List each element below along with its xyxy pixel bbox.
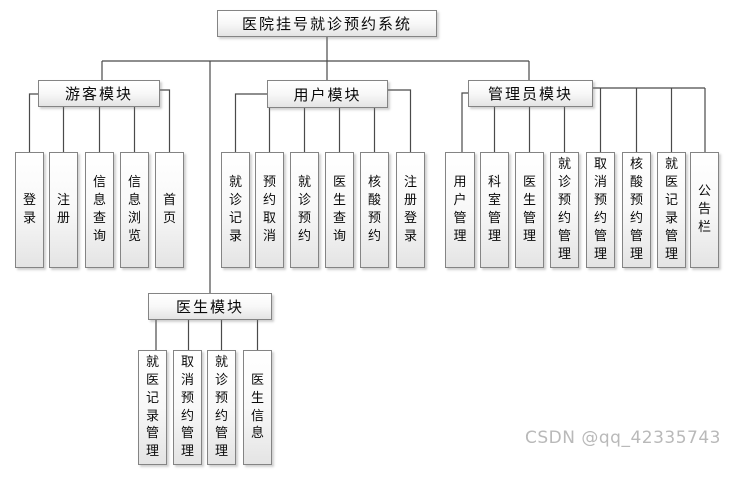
node-visit-appt-mgmt-label: 就诊预约管理: [557, 157, 571, 262]
node-visit-appointment: 就诊预约: [290, 152, 319, 268]
module-doctor-label: 医生模块: [175, 298, 244, 316]
node-register-label: 注册: [56, 193, 70, 226]
node-register-login-label: 注册登录: [403, 175, 417, 244]
root-node-label: 医院挂号就诊预约系统: [241, 15, 412, 33]
node-visit-record: 就诊记录: [221, 152, 250, 268]
csdn-watermark: CSDN @qq_42335743: [525, 428, 721, 448]
node-medical-record-mgmt-label: 就医记录管理: [664, 157, 678, 262]
module-admin-label: 管理员模块: [487, 85, 573, 103]
node-info-browse-label: 信息浏览: [127, 175, 141, 244]
root-node-system-title: 医院挂号就诊预约系统: [217, 10, 437, 37]
node-nucleic-appointment-label: 核酸预约: [367, 175, 381, 244]
module-visitor-label: 游客模块: [64, 85, 133, 103]
node-bulletin-board: 公告栏: [690, 152, 719, 268]
node-dept-mgmt-label: 科室管理: [487, 175, 501, 244]
module-doctor: 医生模块: [148, 293, 272, 320]
node-doc-visit-appt-mgmt: 就诊预约管理: [207, 350, 236, 465]
node-doc-medical-record-mgmt-label: 就医记录管理: [145, 354, 159, 460]
node-cancel-appt-mgmt-label: 取消预约管理: [593, 157, 607, 262]
node-doctor-info-label: 医生信息: [250, 372, 264, 442]
node-doc-visit-appt-mgmt-label: 就诊预约管理: [214, 354, 228, 460]
node-login: 登录: [15, 152, 44, 268]
node-medical-record-mgmt: 就医记录管理: [657, 152, 686, 268]
node-nucleic-appt-mgmt: 核酸预约管理: [622, 152, 651, 268]
node-doctor-mgmt: 医生管理: [515, 152, 544, 268]
node-info-query: 信息查询: [85, 152, 114, 268]
module-admin: 管理员模块: [468, 80, 593, 107]
node-nucleic-appt-mgmt-label: 核酸预约管理: [629, 157, 643, 262]
node-doctor-info: 医生信息: [243, 350, 272, 465]
node-doc-cancel-appt-mgmt-label: 取消预约管理: [180, 354, 194, 460]
node-register: 注册: [49, 152, 78, 268]
node-info-browse: 信息浏览: [120, 152, 149, 268]
node-user-mgmt: 用户管理: [445, 152, 475, 268]
node-appointment-cancel-label: 预约取消: [262, 175, 276, 244]
node-visit-appointment-label: 就诊预约: [297, 175, 311, 244]
node-visit-appt-mgmt: 就诊预约管理: [550, 152, 579, 268]
node-visit-record-label: 就诊记录: [228, 175, 242, 244]
module-user-label: 用户模块: [293, 85, 362, 104]
node-info-query-label: 信息查询: [92, 175, 106, 244]
module-visitor: 游客模块: [38, 80, 160, 107]
node-home-label: 首页: [162, 193, 176, 226]
node-nucleic-appointment: 核酸预约: [360, 152, 389, 268]
node-home: 首页: [155, 152, 184, 268]
node-doc-medical-record-mgmt: 就医记录管理: [138, 350, 167, 465]
node-dept-mgmt: 科室管理: [480, 152, 509, 268]
node-doc-cancel-appt-mgmt: 取消预约管理: [173, 350, 202, 465]
node-login-label: 登录: [22, 193, 36, 226]
node-doctor-query: 医生查询: [325, 152, 354, 268]
node-user-mgmt-label: 用户管理: [453, 175, 467, 244]
node-register-login: 注册登录: [396, 152, 425, 268]
node-bulletin-board-label: 公告栏: [697, 184, 711, 235]
node-appointment-cancel: 预约取消: [255, 152, 284, 268]
module-user: 用户模块: [267, 80, 388, 108]
node-doctor-query-label: 医生查询: [332, 175, 346, 244]
node-cancel-appt-mgmt: 取消预约管理: [586, 152, 615, 268]
node-doctor-mgmt-label: 医生管理: [522, 175, 536, 244]
